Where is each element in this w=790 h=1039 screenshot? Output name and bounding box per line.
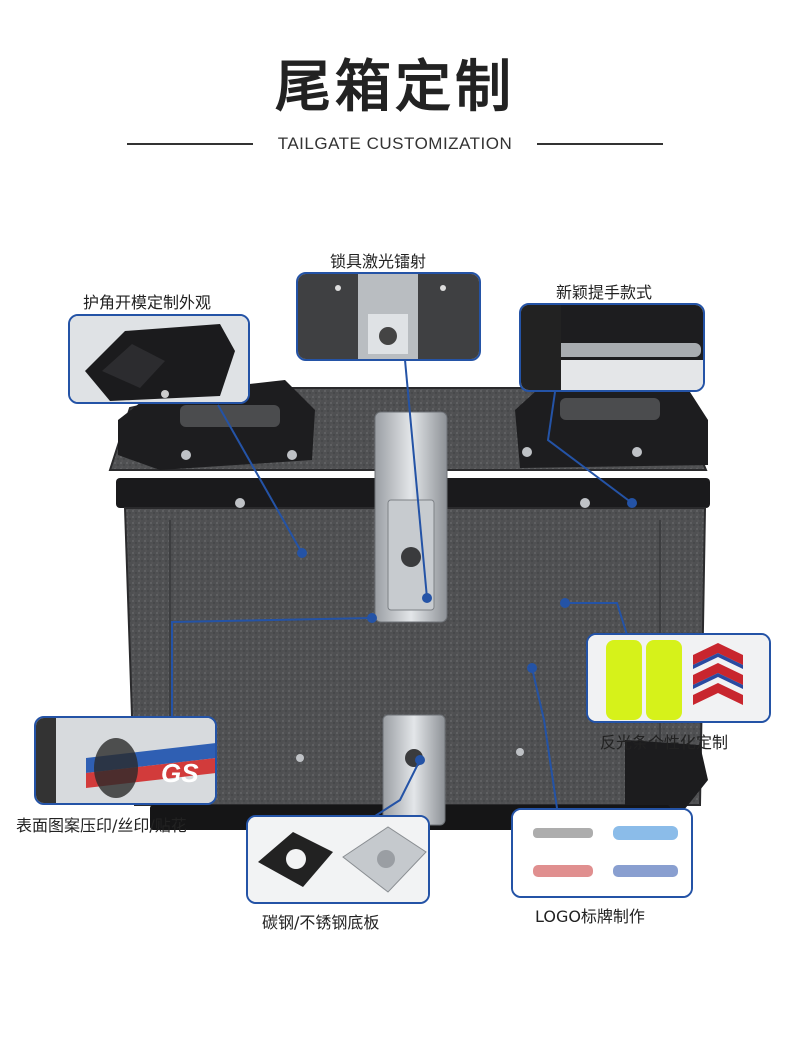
right-divider: [537, 143, 663, 145]
sticker-detail: [36, 718, 215, 803]
label-surface-print: 表面图案压印/丝印/贴花: [16, 816, 187, 835]
sticker-brand-text: GS: [161, 758, 199, 788]
subtitle-row: TAILGATE CUSTOMIZATION: [0, 134, 790, 154]
logo-plate-detail: [513, 810, 691, 896]
label-reflective-strip: 反光条个性化定制: [600, 733, 729, 752]
right-handle: [515, 380, 708, 468]
label-logo-plate: LOGO标牌制作: [535, 907, 645, 926]
label-new-handle: 新颖提手款式: [556, 283, 653, 302]
callout-laser-lock: [296, 272, 481, 361]
reflective-strip-detail: [588, 635, 769, 721]
page-subtitle: TAILGATE CUSTOMIZATION: [277, 134, 513, 153]
lock-detail: [298, 274, 479, 359]
label-base-plate: 碳钢/不锈钢底板: [262, 913, 380, 932]
box-body: [123, 507, 707, 806]
left-divider: [127, 143, 253, 145]
label-laser-lock: 锁具激光镭射: [330, 252, 427, 271]
corner-protector-detail: [70, 316, 248, 402]
label-corner-protection: 护角开模定制外观: [83, 293, 212, 312]
callout-new-handle: [519, 303, 705, 392]
page-title: 尾箱定制: [275, 55, 515, 120]
callout-reflective-strip: [586, 633, 771, 723]
base-plate-detail: [248, 817, 428, 902]
callout-surface-print: GS: [34, 716, 217, 805]
callout-logo-plate: [511, 808, 693, 898]
callout-corner-protection: [68, 314, 250, 404]
callout-base-plate: [246, 815, 430, 904]
handle-detail: [521, 305, 703, 390]
